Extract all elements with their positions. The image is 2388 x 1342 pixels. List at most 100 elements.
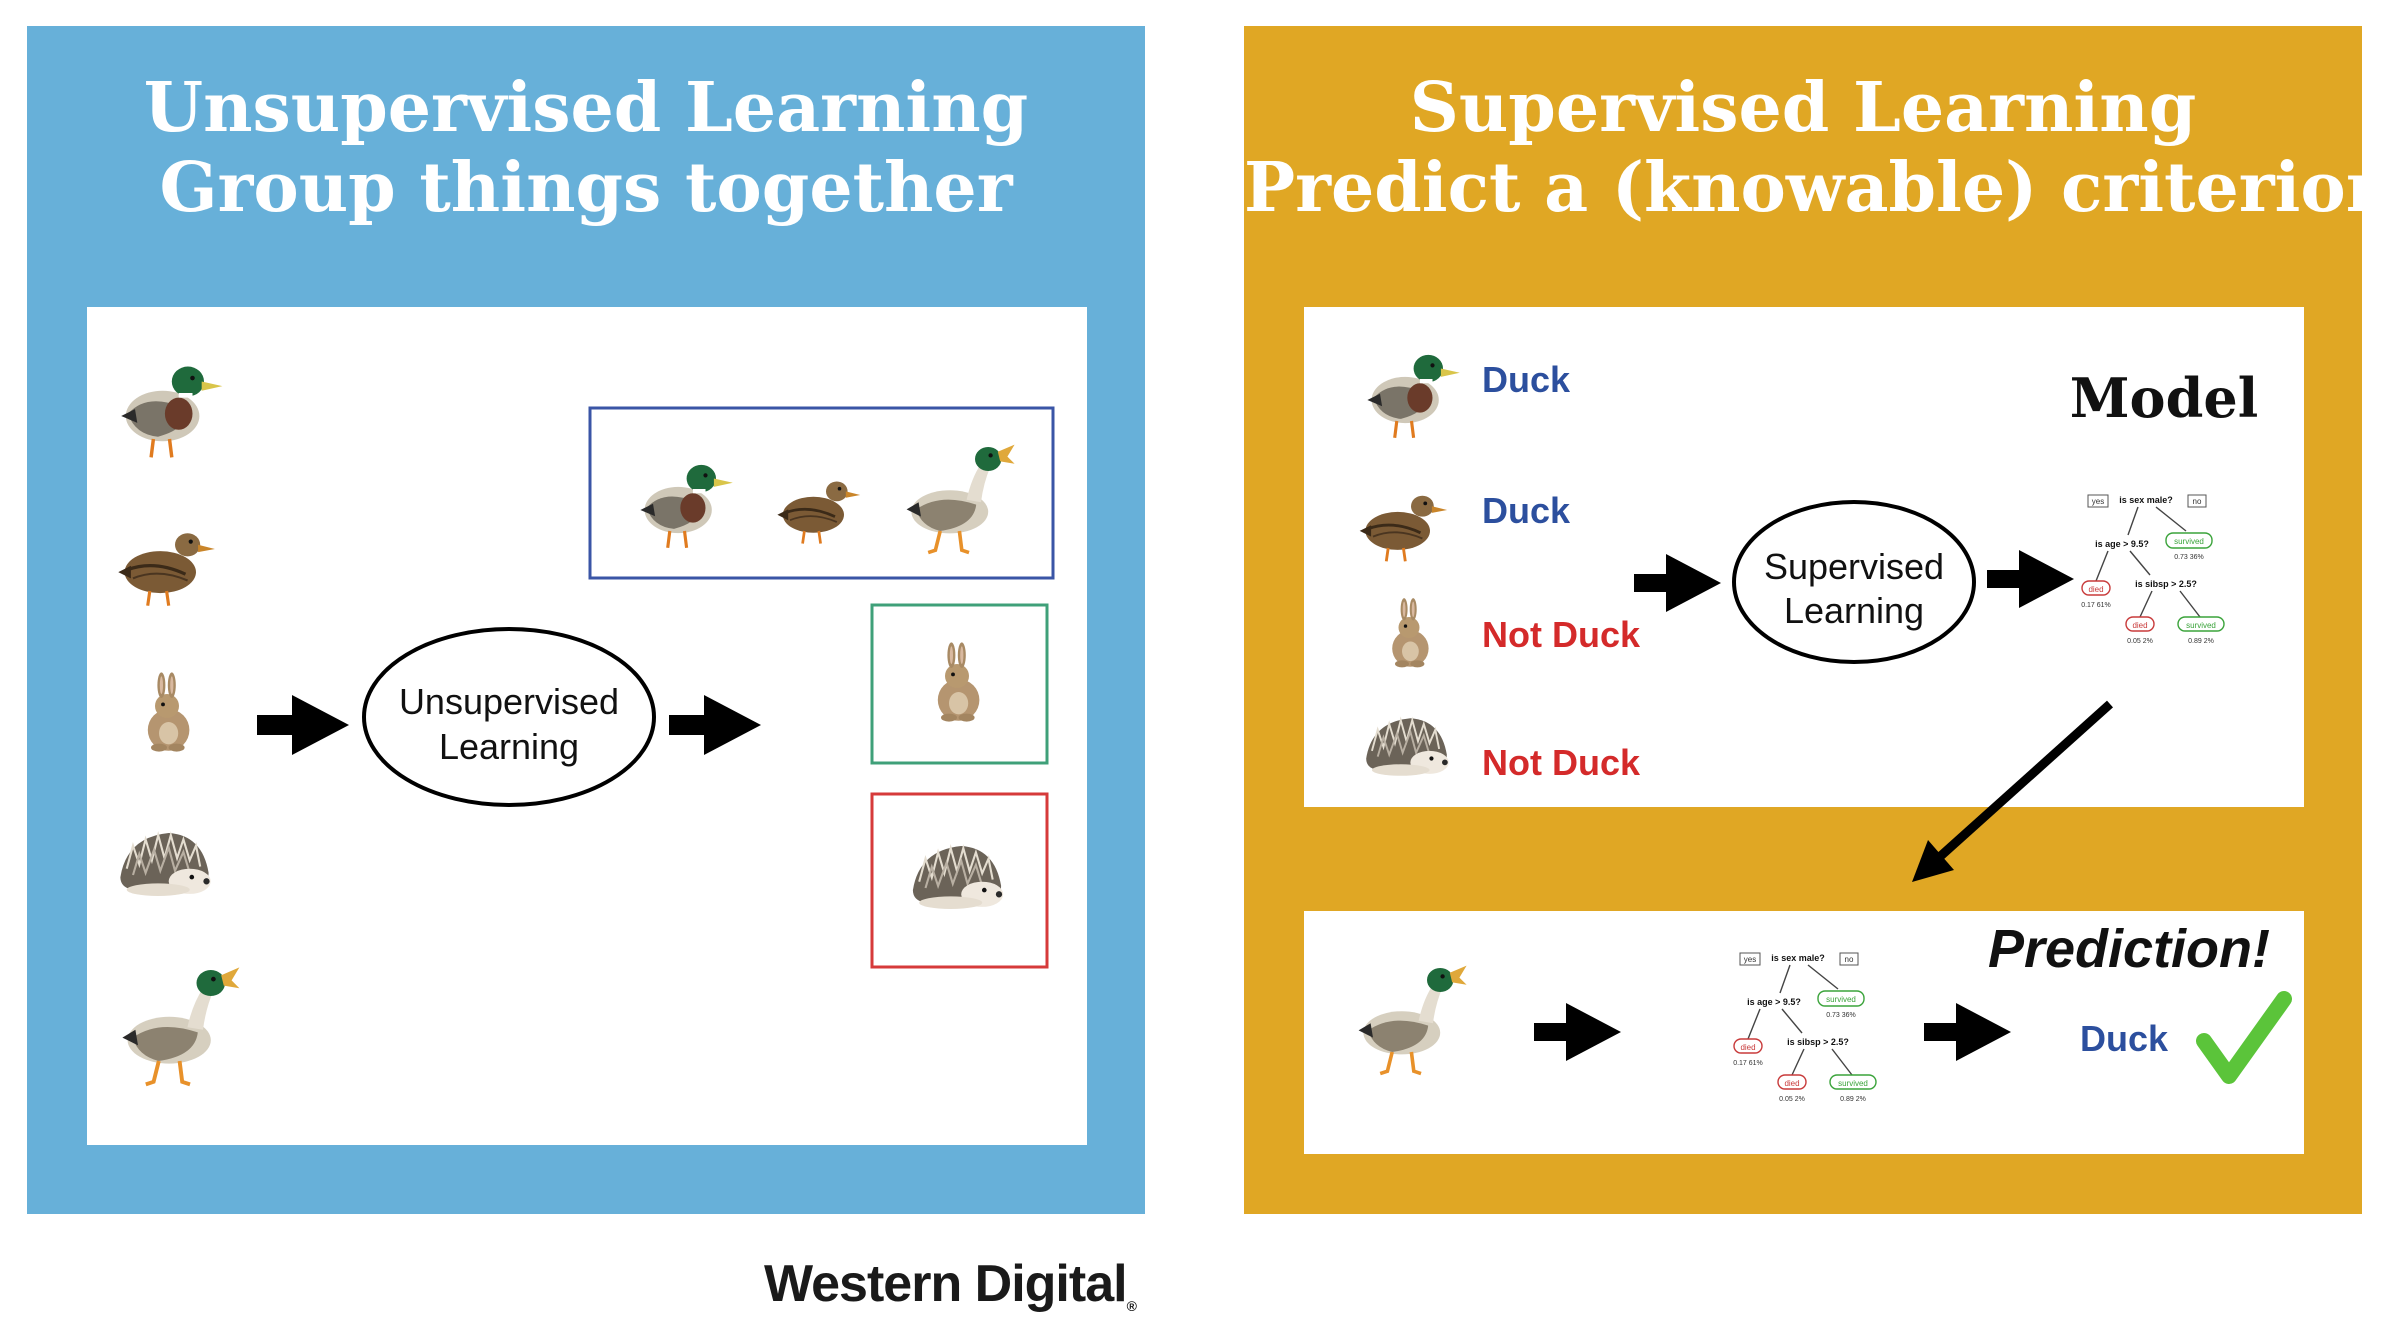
- tree-leaf-stats: 0.73 36%: [2174, 554, 2204, 561]
- arrow-right-icon: [1924, 1003, 2011, 1061]
- mallard-drake-icon: [1365, 353, 1462, 440]
- tree-edge: [2095, 550, 2109, 582]
- tree-edge: [1747, 1008, 1761, 1040]
- quacking-duck-icon: [1356, 963, 1469, 1076]
- unsupervised-panel: Unsupervised Learning Group things toget…: [27, 26, 1145, 1214]
- tree-leaf-died: died: [2088, 585, 2103, 594]
- tree-no-label: no: [2193, 497, 2202, 506]
- arrow-right-icon: [1987, 550, 2074, 608]
- model-label: Model: [2070, 366, 2258, 430]
- unsupervised-diagram: Unsupervised Learning: [116, 364, 1055, 1087]
- tree-leaf-stats: 0.05 2%: [2127, 638, 2153, 645]
- brand-text: Western Digital: [764, 1255, 1128, 1313]
- arrow-right-icon: [257, 695, 349, 755]
- tree-leaf-died: died: [1740, 1043, 1755, 1052]
- quacking-duck-icon: [904, 442, 1017, 555]
- prediction-value: Duck: [2080, 1018, 2169, 1059]
- supervised-title: Supervised Learning: [1409, 68, 2197, 148]
- hedgehog-cluster-box: [870, 792, 1049, 969]
- tree-leaf-stats: 0.73 36%: [1826, 1012, 1856, 1019]
- survived-leaf: [2177, 616, 2225, 632]
- tree-leaf-survived: survived: [1838, 1079, 1868, 1088]
- tree-leaf-stats: 0.89 2%: [2188, 638, 2214, 645]
- tree-edge: [1791, 1048, 1805, 1076]
- prediction-label: Prediction!: [1988, 919, 2270, 979]
- tree-leaf-stats: 0.89 2%: [1840, 1096, 1866, 1103]
- died-leaf: [1777, 1074, 1807, 1090]
- mallard-drake-icon: [119, 364, 225, 460]
- tree-leaf-stats: 0.17 61%: [1733, 1060, 1763, 1067]
- tree-yes-label: yes: [2092, 497, 2104, 506]
- example-label-duck: Duck: [1482, 359, 1571, 400]
- tree-question-sibsp: is sibsp > 2.5?: [2135, 579, 2197, 589]
- yes-box: [1739, 952, 1761, 966]
- registered-mark: ®: [1126, 1298, 1137, 1314]
- tree-no-label: no: [1845, 955, 1854, 964]
- training-card: Supervised Learning Model yes no is sex ma…: [1304, 307, 2304, 807]
- died-leaf: [1733, 1038, 1763, 1054]
- rabbit-cluster-box: [870, 603, 1049, 765]
- rabbit-icon: [1392, 598, 1429, 668]
- example-label-duck: Duck: [1482, 490, 1571, 531]
- unsupervised-process-ellipse: [362, 627, 656, 807]
- tree-edge: [1781, 1008, 1803, 1034]
- arrow-right-icon: [1534, 1003, 1621, 1061]
- tree-question-age: is age > 9.5?: [2095, 539, 2149, 549]
- yes-box: [2087, 494, 2109, 508]
- no-box: [1839, 952, 1859, 966]
- arrow-right-icon: [669, 695, 761, 755]
- decision-tree: yes no is sex male? is age > 9.5? survived 0.…: [2081, 494, 2225, 645]
- tree-leaf-died: died: [1784, 1079, 1799, 1088]
- tree-leaf-survived: survived: [1826, 995, 1856, 1004]
- survived-leaf: [1817, 990, 1865, 1007]
- survived-leaf: [2165, 532, 2213, 549]
- arrow-right-icon: [1634, 554, 1721, 612]
- tree-edge: [2139, 590, 2153, 618]
- tree-edge: [2179, 590, 2201, 618]
- tree-edge: [1779, 964, 1791, 994]
- hedgehog-icon: [1364, 716, 1450, 778]
- tree-edge: [2129, 550, 2151, 576]
- female-duck-icon: [1357, 494, 1449, 564]
- example-label-not-duck: Not Duck: [1482, 614, 1641, 655]
- tree-root-question: is sex male?: [1771, 953, 1825, 963]
- example-label-not-duck: Not Duck: [1482, 742, 1641, 783]
- died-leaf: [2081, 580, 2111, 596]
- quacking-duck-icon: [120, 965, 242, 1087]
- hedgehog-icon: [119, 831, 213, 898]
- tree-root-question: is sex male?: [2119, 495, 2173, 505]
- died-leaf: [2125, 616, 2155, 632]
- tree-yes-label: yes: [1744, 955, 1756, 964]
- supervised-subtitle: Predict a (knowable) criterion: [1244, 148, 2388, 228]
- checkmark-icon: [2196, 991, 2292, 1084]
- rabbit-icon: [147, 672, 190, 752]
- tree-edge: [1831, 1048, 1853, 1076]
- tree-leaf-died: died: [2132, 621, 2147, 630]
- process-label-2: Learning: [1784, 590, 1924, 631]
- tree-question-sibsp: is sibsp > 2.5?: [1787, 1037, 1849, 1047]
- tree-edge: [2155, 506, 2187, 532]
- arrow-head-icon: [1912, 840, 1954, 882]
- duck-cluster-box: [588, 406, 1055, 580]
- mallard-drake-icon: [638, 463, 735, 550]
- tree-edge: [1807, 964, 1839, 990]
- female-duck-icon: [775, 480, 862, 546]
- unsupervised-title: Unsupervised Learning: [143, 68, 1029, 148]
- hedgehog-icon: [911, 844, 1005, 911]
- no-box: [2187, 494, 2207, 508]
- tree-leaf-stats: 0.17 61%: [2081, 602, 2111, 609]
- training-diagram: Supervised Learning Model yes no is sex ma…: [1357, 353, 2258, 778]
- survived-leaf: [1829, 1074, 1877, 1090]
- supervised-process-ellipse: [1732, 500, 1976, 664]
- rabbit-icon: [937, 642, 980, 722]
- tree-leaf-stats: 0.05 2%: [1779, 1096, 1805, 1103]
- unsupervised-subtitle: Group things together: [159, 148, 1013, 228]
- process-label-1: Supervised: [1764, 546, 1944, 587]
- unsupervised-card: Unsupervised Learning: [87, 307, 1087, 1145]
- process-label-1: Unsupervised: [399, 681, 619, 722]
- tree-leaf-survived: survived: [2186, 621, 2216, 630]
- supervised-panel: Supervised Learning Predict a (knowable)…: [1244, 26, 2388, 1214]
